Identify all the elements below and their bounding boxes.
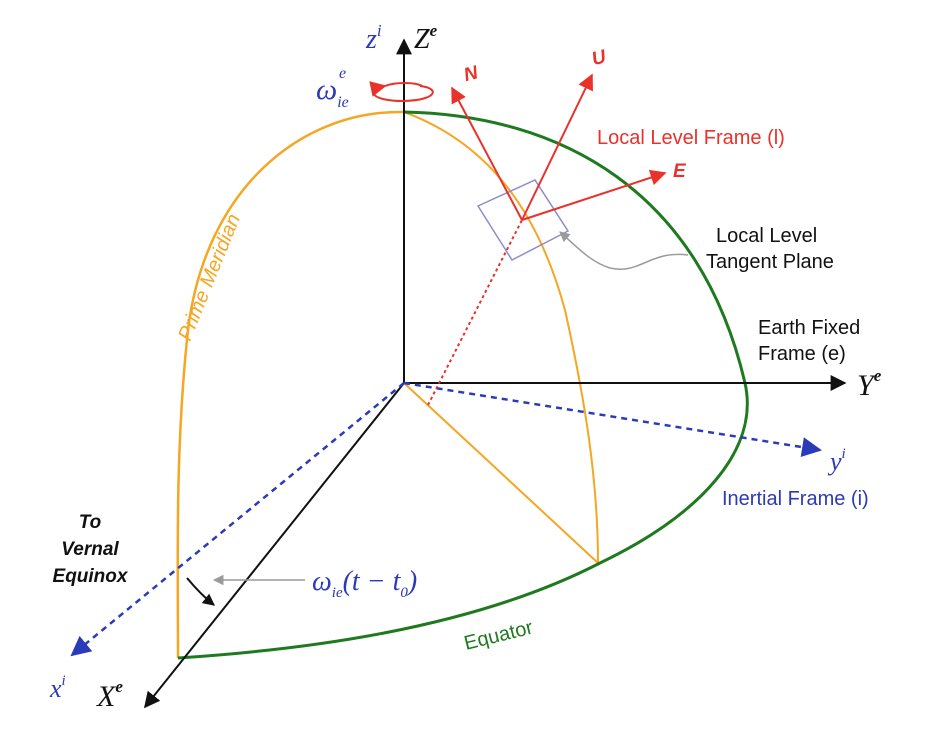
tangent-plane-label-2: Tangent Plane bbox=[706, 251, 834, 273]
equator-arc bbox=[177, 382, 749, 660]
y-inertial-axis bbox=[403, 381, 822, 458]
up-label: U bbox=[590, 46, 610, 70]
prime-meridian-label: Prime Meridian bbox=[174, 211, 245, 344]
rotation-arrow bbox=[369, 81, 434, 103]
tangent-plane bbox=[476, 179, 570, 261]
rotation-rate-label: ωie bbox=[316, 73, 349, 111]
tangent-plane-label-1: Local Level bbox=[716, 225, 817, 247]
east-axis bbox=[521, 169, 667, 221]
north-label: N bbox=[462, 62, 482, 86]
up-axis bbox=[521, 73, 593, 221]
y-earth-label: Ye bbox=[857, 366, 882, 402]
vernal-label-1: To bbox=[79, 512, 102, 533]
tangent-plane-pointer bbox=[559, 231, 689, 270]
z-earth-label: Ze bbox=[414, 21, 438, 55]
inertial-frame-label: Inertial Frame (i) bbox=[722, 488, 869, 510]
x-inertial-label: xi bbox=[49, 673, 66, 703]
outer-meridian-arc bbox=[403, 110, 747, 384]
prime-meridian-curve bbox=[176, 110, 405, 659]
angle-arc bbox=[186, 577, 215, 606]
position-vector bbox=[427, 219, 523, 406]
angle-formula: ωie(t − t0) bbox=[312, 566, 417, 601]
earth-fixed-label-2: Frame (e) bbox=[758, 343, 846, 365]
vernal-label-2: Vernal bbox=[61, 539, 119, 560]
local-meridian-curve bbox=[403, 111, 599, 564]
rotation-rate-sup: e bbox=[339, 65, 346, 82]
x-inertial-axis bbox=[70, 382, 405, 657]
x-earth-label: Xe bbox=[96, 677, 123, 713]
y-inertial-label: yi bbox=[827, 446, 846, 476]
vernal-label-3: Equinox bbox=[53, 566, 129, 587]
earth-fixed-label-1: Earth Fixed bbox=[758, 317, 860, 339]
z-inertial-label: zi bbox=[365, 21, 382, 55]
rotation-arrow-back bbox=[384, 82, 423, 87]
equator-label: Equator bbox=[462, 616, 536, 654]
x-axis-line bbox=[144, 382, 405, 709]
east-label: E bbox=[673, 161, 687, 182]
north-axis bbox=[451, 86, 523, 221]
equator-radius-to-meridian bbox=[403, 382, 599, 564]
local-level-frame-label: Local Level Frame (l) bbox=[597, 127, 785, 149]
